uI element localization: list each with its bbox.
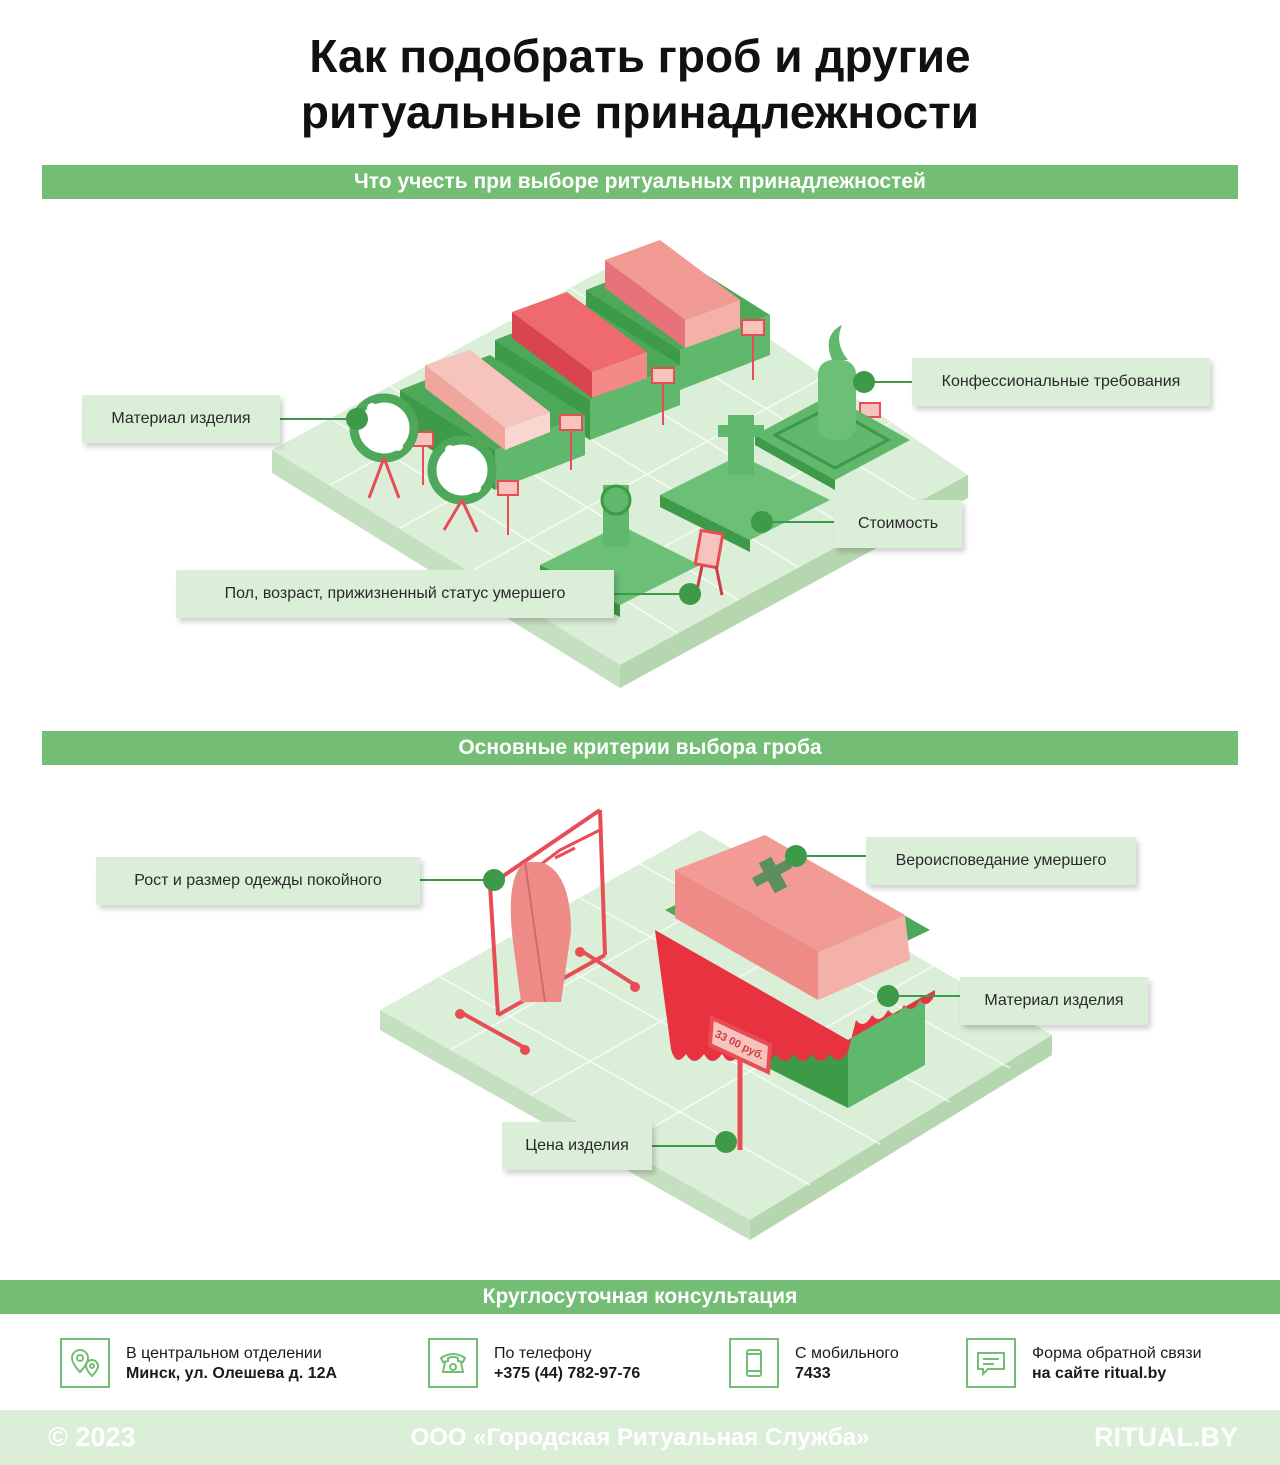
section1-heading: Что учесть при выборе ритуальных принадл… [42, 165, 1238, 199]
footer-company: ООО «Городская Ритуальная Служба» [410, 1424, 870, 1451]
contact-feedback-label: Форма обратной связи [1032, 1345, 1202, 1362]
contact-mobile-label: С мобильного [795, 1345, 899, 1362]
title-line-2: ритуальные принадлежности [300, 86, 980, 138]
callout-clothes: Рост и размер одежды покойного [96, 857, 420, 905]
consult-heading: Круглосуточная консультация [0, 1280, 1280, 1314]
message-icon [966, 1338, 1016, 1388]
contact-office-label: В центральном отделении [126, 1345, 322, 1362]
callout-material: Материал изделия [82, 395, 280, 443]
contact-mobile-number[interactable]: 7433 [795, 1365, 831, 1382]
clothes-rack [459, 808, 637, 1050]
telephone-icon [428, 1338, 478, 1388]
contact-phone-number[interactable]: +375 (44) 782-97-76 [494, 1365, 641, 1382]
page-title: Как подобрать гроб и другие ритуальные п… [0, 28, 1280, 140]
title-line-1: Как подобрать гроб и другие [309, 30, 971, 82]
callout-material-2: Материал изделия [960, 977, 1148, 1025]
section2-heading: Основные критерии выбора гроба [42, 731, 1238, 765]
callout-confession: Конфессиональные требования [912, 358, 1210, 406]
mobile-phone-icon [729, 1338, 779, 1388]
callout-status: Пол, возраст, прижизненный статус умерше… [176, 570, 614, 618]
contacts-row: В центральном отделении Минск, ул. Олеше… [0, 1312, 1280, 1410]
price-sign: 33 00 руб. [707, 1014, 773, 1150]
callout-price: Цена изделия [502, 1122, 652, 1170]
footer: © 2023 ООО «Городская Ритуальная Служба»… [0, 1410, 1280, 1465]
wreath-right [427, 435, 497, 533]
section2-illustration: 33 00 руб. [380, 808, 1052, 1240]
footer-copyright: © 2023 [48, 1422, 136, 1452]
contact-feedback-site[interactable]: на сайте ritual.by [1032, 1365, 1167, 1382]
location-pin-icon [60, 1338, 110, 1388]
contact-phone-label: По телефону [494, 1345, 592, 1362]
contact-office-address[interactable]: Минск, ул. Олешева д. 12А [126, 1365, 338, 1382]
section1-illustration [272, 240, 968, 688]
callout-religion: Вероисповедание умершего [866, 837, 1136, 885]
callout-cost: Стоимость [834, 500, 962, 548]
footer-brand[interactable]: RITUAL.BY [1094, 1422, 1238, 1452]
